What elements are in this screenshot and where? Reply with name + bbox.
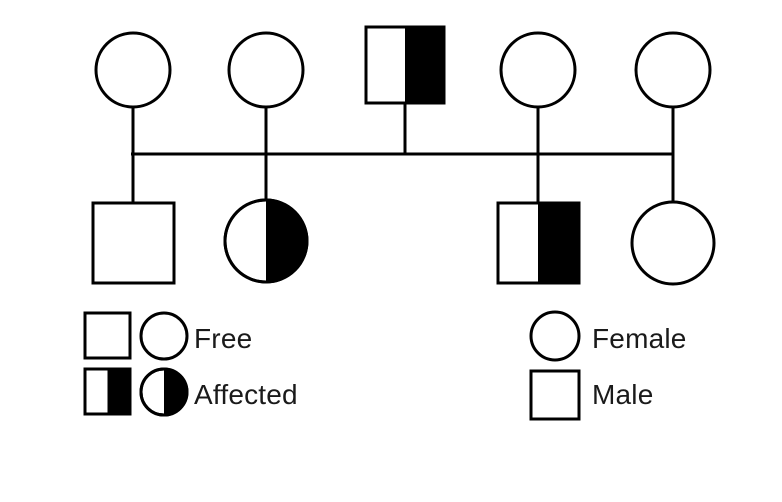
legend-free-square-icon [83,311,132,360]
legend-free-circle-icon [139,311,189,361]
person-g1-3-male-affected[interactable] [364,25,446,105]
status-legend-symbols [83,311,189,417]
connector-lines [131,103,675,204]
person-g2-2-affected-fill [266,200,307,282]
person-g1-3-outline-top [364,25,446,105]
legend-affected-square-icon [83,367,132,416]
person-g1-4-female-free[interactable] [499,31,577,109]
legend-label-free: Free [194,323,253,354]
person-g2-3-affected-fill [538,203,579,283]
person-g2-2-outline-top [223,198,309,284]
legend-label-male: Male [592,379,654,410]
legend-female-circle-icon [529,310,581,362]
person-g2-4-female-free[interactable] [630,200,716,286]
person-g2-2-female-affected[interactable] [223,198,309,284]
person-g2-1-male-free[interactable] [91,201,176,285]
person-g2-3-outline-top [496,201,581,285]
legend-affected-circle-icon [139,367,189,417]
legend-male-square-icon [529,369,581,421]
person-g1-3-affected-fill [405,27,444,103]
legend-label-affected: Affected [194,379,298,410]
sex-legend-symbols [529,310,581,421]
legend-label-female: Female [592,323,687,354]
person-g1-5-female-free[interactable] [634,31,712,109]
person-g1-2-female-free[interactable] [227,31,305,109]
generation-2-row [91,198,716,286]
person-g2-3-male-affected[interactable] [496,201,581,285]
generation-1-row [94,25,712,109]
person-g1-1-female-free[interactable] [94,31,172,109]
